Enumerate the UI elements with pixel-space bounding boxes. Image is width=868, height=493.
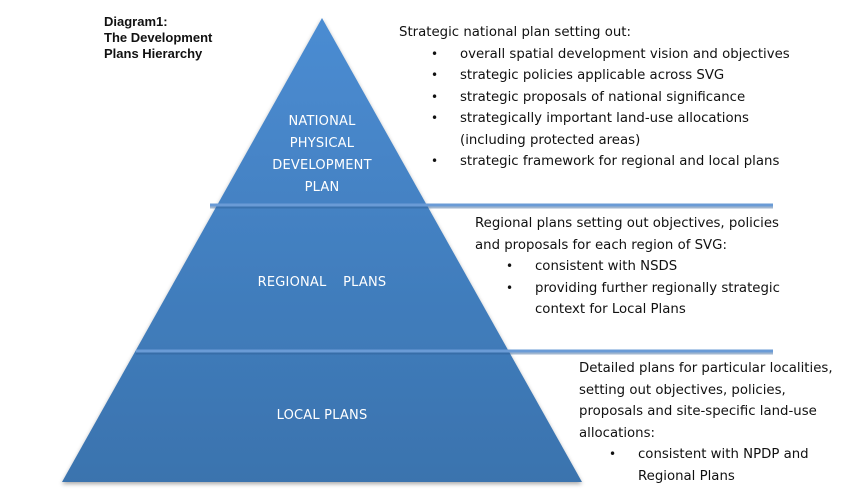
description-intro: proposals and site-specific land-use <box>579 404 817 419</box>
tier-label-local: LOCAL PLANS <box>222 407 422 425</box>
bullet-text: strategically important land-use allocat… <box>460 111 749 126</box>
bullet-item: • providing further regionally strategic… <box>475 278 780 321</box>
tier-label-line: PLAN <box>304 180 340 195</box>
bullet-icon: • <box>506 280 514 295</box>
divider-national-regional <box>210 203 773 209</box>
title-line: The Development <box>104 30 213 45</box>
bullet-icon: • <box>609 447 617 461</box>
national-plan-description: Strategic national plan setting out: • o… <box>399 22 790 173</box>
bullet-icon: • <box>431 111 439 125</box>
tier-label-line: LOCAL PLANS <box>276 408 368 423</box>
description-intro: allocations: <box>579 425 656 441</box>
tier-label-line: NATIONAL <box>288 114 356 129</box>
bullet-text: strategic framework for regional and loc… <box>460 154 780 169</box>
description-intro: Detailed plans for particular localities… <box>579 361 833 376</box>
bullet-text: strategic proposals of national signific… <box>460 89 746 105</box>
pyramid-shape <box>62 18 582 482</box>
description-intro: setting out objectives, policies, <box>579 382 786 398</box>
bullet-item: • consistent with NPDP and Regional Plan… <box>579 444 833 487</box>
bullet-icon: • <box>431 68 439 82</box>
bullet-text: consistent with NPDP and <box>638 447 809 462</box>
tier-label-line: DEVELOPMENT <box>272 158 372 173</box>
bullet-text: providing further regionally strategic <box>535 280 780 296</box>
bullet-text-continued: (including protected areas) <box>460 132 641 148</box>
bullet-icon: • <box>506 259 514 273</box>
bullet-item: • strategic proposals of national signif… <box>399 87 790 109</box>
bullet-text-continued: Regional Plans <box>638 468 735 484</box>
bullet-icon: • <box>431 89 439 104</box>
local-plans-description: Detailed plans for particular localities… <box>579 358 833 487</box>
bullet-text: strategic policies applicable across SVG <box>460 68 725 83</box>
bullet-text-continued: context for Local Plans <box>535 302 686 317</box>
description-intro: and proposals for each region of SVG: <box>475 237 727 253</box>
bullet-list: • consistent with NPDP and Regional Plan… <box>579 444 833 487</box>
divider-regional-local <box>136 349 773 355</box>
diagram-title: Diagram1: The Development Plans Hierarch… <box>104 14 212 62</box>
bullet-item: • strategic policies applicable across S… <box>399 65 790 87</box>
description-intro: Strategic national plan setting out: <box>399 25 631 40</box>
bullet-icon: • <box>431 46 439 61</box>
tier-label-line: REGIONAL PLANS <box>257 275 387 290</box>
bullet-item: • strategically important land-use alloc… <box>399 108 790 151</box>
bullet-list: • consistent with NSDS • providing furth… <box>475 256 780 321</box>
title-line: Diagram1: <box>104 14 168 29</box>
tier-label-national: NATIONAL PHYSICAL DEVELOPMENT PLAN <box>252 111 392 199</box>
bullet-icon: • <box>431 154 439 168</box>
title-line: Plans Hierarchy <box>104 46 203 61</box>
tier-label-line: PHYSICAL <box>289 136 355 151</box>
regional-plans-description: Regional plans setting out objectives, p… <box>475 213 780 321</box>
bullet-list: • overall spatial development vision and… <box>399 44 790 173</box>
bullet-item: • overall spatial development vision and… <box>399 44 790 66</box>
bullet-item: • consistent with NSDS <box>475 256 780 278</box>
bullet-item: • strategic framework for regional and l… <box>399 151 790 173</box>
tier-label-regional: REGIONAL PLANS <box>222 274 422 292</box>
bullet-text: consistent with NSDS <box>535 259 678 274</box>
bullet-text: overall spatial development vision and o… <box>460 46 790 62</box>
description-intro: Regional plans setting out objectives, p… <box>475 216 779 231</box>
